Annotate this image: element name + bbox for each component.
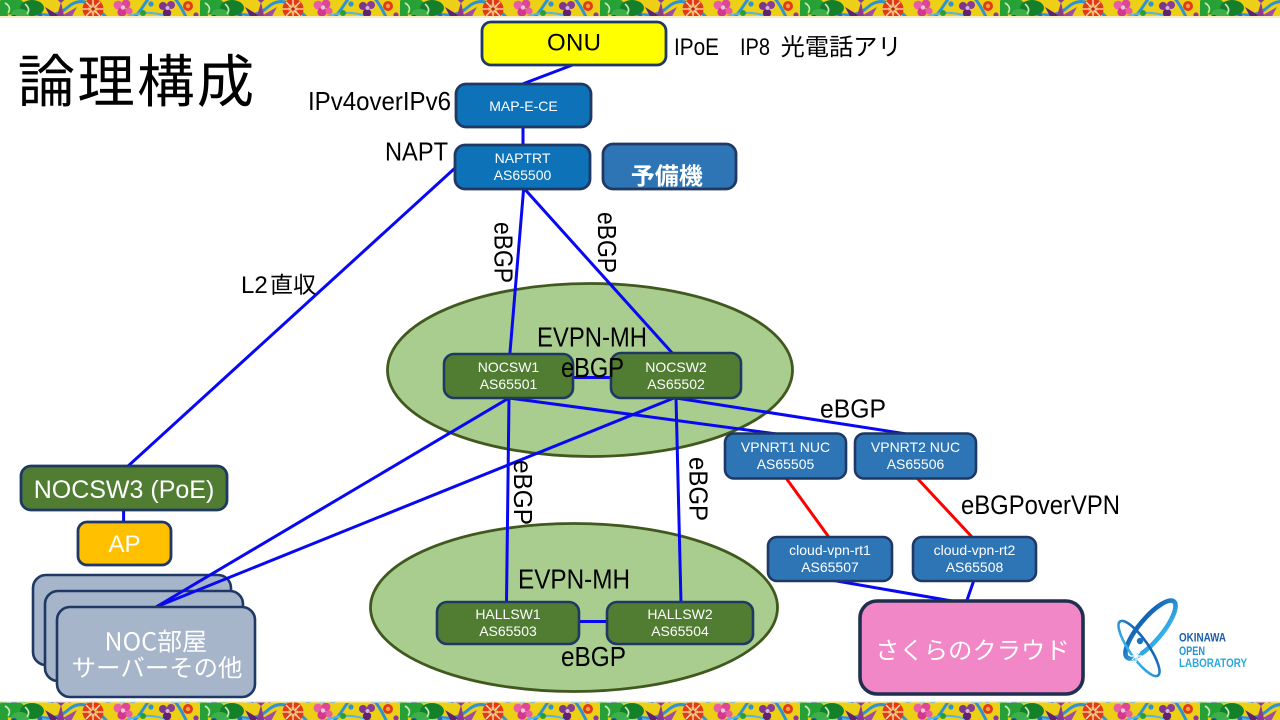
svg-text:AS65500: AS65500 xyxy=(494,167,552,183)
svg-text:AS65503: AS65503 xyxy=(479,623,537,639)
svg-text:NAPT: NAPT xyxy=(385,137,448,167)
svg-text:AS65501: AS65501 xyxy=(480,376,538,392)
svg-text:eBGP: eBGP xyxy=(489,222,519,283)
svg-text:AP: AP xyxy=(108,531,140,558)
svg-text:HALLSW2: HALLSW2 xyxy=(647,606,713,622)
svg-text:EVPN-MH: EVPN-MH xyxy=(537,322,647,353)
svg-text:eBGP: eBGP xyxy=(561,641,626,672)
svg-text:cloud-vpn-rt1: cloud-vpn-rt1 xyxy=(789,542,871,558)
svg-text:NAPTRT: NAPTRT xyxy=(495,150,551,166)
svg-text:VPNRT2 NUC: VPNRT2 NUC xyxy=(871,439,960,455)
svg-text:eBGP: eBGP xyxy=(592,212,622,273)
svg-text:IPoE: IPoE xyxy=(674,34,719,61)
svg-text:eBGPoverVPN: eBGPoverVPN xyxy=(961,490,1120,520)
svg-text:HALLSW1: HALLSW1 xyxy=(475,606,541,622)
svg-text:IPv4overIPv6: IPv4overIPv6 xyxy=(308,86,451,116)
svg-text:IP8: IP8 xyxy=(740,34,770,61)
svg-text:cloud-vpn-rt2: cloud-vpn-rt2 xyxy=(934,542,1016,558)
svg-text:MAP-E-CE: MAP-E-CE xyxy=(489,98,557,114)
svg-text:NOCSW2: NOCSW2 xyxy=(645,359,707,375)
svg-text:AS65506: AS65506 xyxy=(887,456,945,472)
svg-text:AS65507: AS65507 xyxy=(801,559,859,575)
svg-text:eBGP: eBGP xyxy=(508,460,538,525)
svg-text:NOCSW3 (PoE): NOCSW3 (PoE) xyxy=(34,476,215,504)
svg-text:AS65502: AS65502 xyxy=(647,376,705,392)
svg-text:OPEN: OPEN xyxy=(1179,646,1205,658)
svg-text:ONU: ONU xyxy=(547,30,601,57)
svg-text:EVPN-MH: EVPN-MH xyxy=(518,564,630,595)
svg-text:OKINAWA: OKINAWA xyxy=(1179,633,1226,645)
svg-text:LABORATORY: LABORATORY xyxy=(1179,658,1247,670)
svg-text:eBGP: eBGP xyxy=(684,457,714,521)
svg-text:L2: L2 xyxy=(241,272,268,299)
svg-text:eBGP: eBGP xyxy=(561,352,624,383)
svg-text:eBGP: eBGP xyxy=(820,394,886,424)
svg-text:AS65505: AS65505 xyxy=(757,456,815,472)
svg-text:VPNRT1 NUC: VPNRT1 NUC xyxy=(741,439,830,455)
svg-text:AS65508: AS65508 xyxy=(946,559,1004,575)
svg-text:NOCSW1: NOCSW1 xyxy=(478,359,540,375)
svg-text:AS65504: AS65504 xyxy=(651,623,709,639)
